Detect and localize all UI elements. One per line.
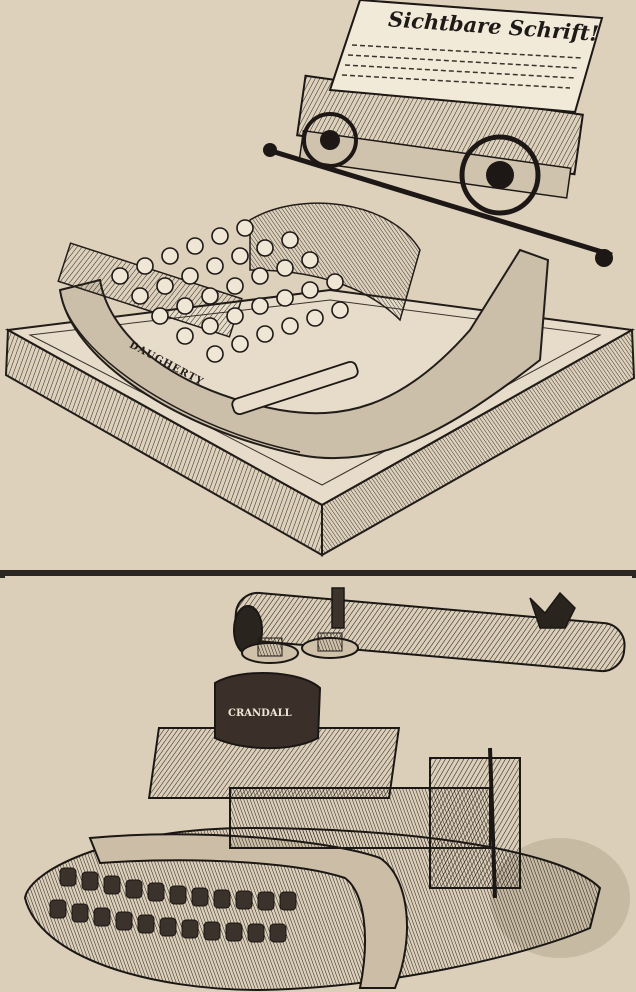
ribbon-spools [241,632,359,664]
keyboard-keys [49,867,297,943]
space-bar [231,360,359,416]
carriage-assembly [263,74,613,267]
carriage-knob [529,591,576,629]
nameplate-label: CRANDALL [228,708,292,719]
keyboard-keys [111,219,349,363]
nameplate [214,671,322,750]
mechanism-body [147,727,521,899]
paper-sheet [328,0,604,114]
crandall-typewriter-illustration: CRANDALL [0,578,636,992]
daugherty-typewriter-engraving: Sichtbare Schrift! DAUGHERTY [4,0,636,557]
divider-rule [0,570,636,576]
crandall-typewriter-engraving: CRANDALL [23,587,630,992]
daugherty-typewriter-illustration: Sichtbare Schrift! DAUGHERTY [4,0,636,557]
platen-roller [233,587,626,673]
